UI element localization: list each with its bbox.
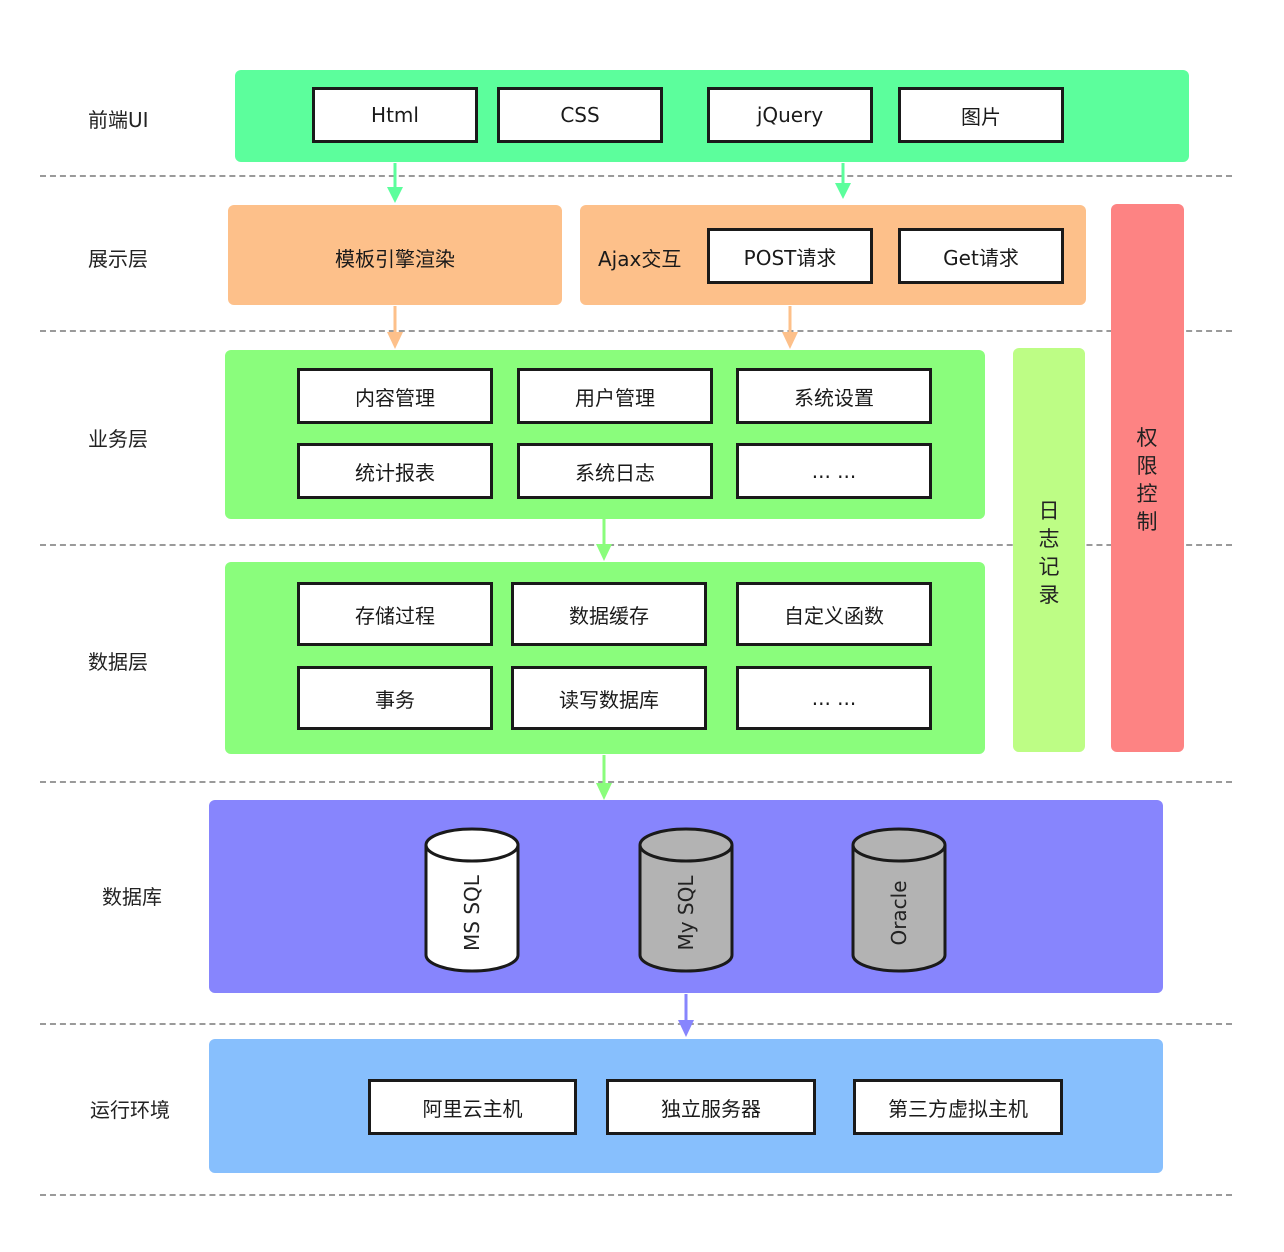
database-label-mssql: MS SQL (460, 875, 484, 951)
business-item-content: 内容管理 (297, 368, 493, 424)
runtime-item-dedicated-server: 独立服务器 (606, 1079, 816, 1135)
layer-divider (40, 781, 1232, 783)
template-render-panel (228, 205, 562, 305)
layer-label-data: 数据层 (88, 650, 148, 674)
layer-divider (40, 330, 1232, 332)
layer-label-runtime: 运行环境 (90, 1098, 170, 1122)
template-render-label: 模板引擎渲染 (335, 247, 455, 271)
frontend-item-jquery: jQuery (707, 87, 873, 143)
data-item-rw-database: 读写数据库 (511, 666, 707, 730)
data-item-cache: 数据缓存 (511, 582, 707, 646)
arrow-frontend-to-template (387, 163, 403, 203)
layer-label-business: 业务层 (88, 427, 148, 451)
database-label-oracle: Oracle (887, 880, 911, 946)
layer-divider (40, 1023, 1232, 1025)
arrow-business-to-data (596, 519, 612, 561)
frontend-item-html: Html (312, 87, 478, 143)
data-item-transaction: 事务 (297, 666, 493, 730)
data-item-custom-function: 自定义函数 (736, 582, 932, 646)
layer-label-frontend: 前端UI (88, 108, 149, 132)
data-item-more: ... ... (736, 666, 932, 730)
business-item-reports: 统计报表 (297, 443, 493, 499)
layer-label-presentation: 展示层 (88, 247, 148, 271)
arrow-template-to-business (387, 306, 403, 349)
ajax-item-post: POST请求 (707, 228, 873, 284)
arrow-frontend-to-ajax (835, 163, 851, 199)
ajax-label: Ajax交互 (598, 247, 682, 271)
logging-label: 日志记录 (1038, 499, 1060, 607)
runtime-item-aliyun: 阿里云主机 (368, 1079, 577, 1135)
layer-divider (40, 1194, 1232, 1196)
business-item-syslog: 系统日志 (517, 443, 713, 499)
runtime-item-third-party-vhost: 第三方虚拟主机 (853, 1079, 1063, 1135)
data-item-stored-procedure: 存储过程 (297, 582, 493, 646)
layer-divider (40, 175, 1232, 177)
ajax-item-get: Get请求 (898, 228, 1064, 284)
database-label-mysql: My SQL (674, 875, 698, 951)
layer-divider (40, 544, 1232, 546)
arrow-ajax-to-business (782, 306, 798, 349)
business-item-users: 用户管理 (517, 368, 713, 424)
arrow-data-to-database (596, 755, 612, 800)
logging-panel (1013, 348, 1085, 752)
permission-panel (1111, 204, 1184, 752)
arrow-database-to-runtime (678, 994, 694, 1037)
business-item-more: ... ... (736, 443, 932, 499)
layer-label-database: 数据库 (102, 885, 162, 909)
frontend-item-css: CSS (497, 87, 663, 143)
frontend-item-images: 图片 (898, 87, 1064, 143)
business-item-settings: 系统设置 (736, 368, 932, 424)
permission-label: 权限控制 (1136, 426, 1158, 534)
